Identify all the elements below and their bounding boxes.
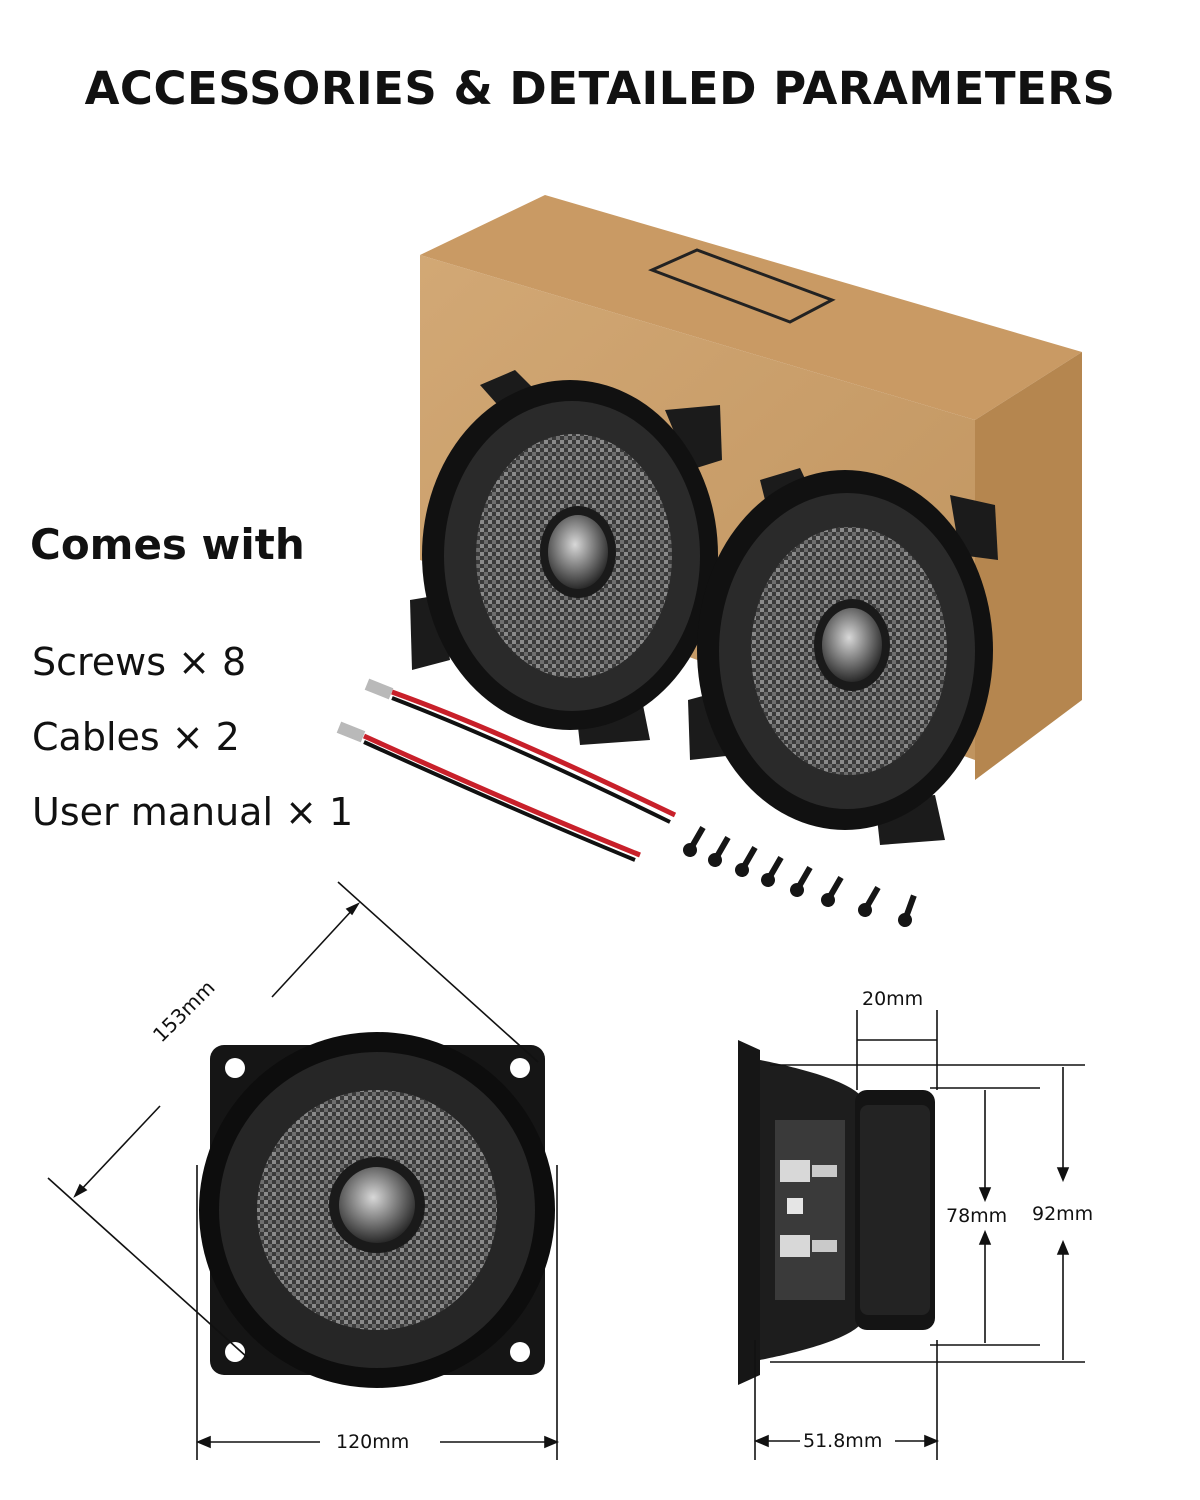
speaker-front-view-icon [199, 1032, 555, 1388]
accessory-item-manual: User manual × 1 [32, 790, 354, 834]
accessory-item-screws: Screws × 8 [32, 640, 247, 684]
dimension-total-depth-label: 51.8mm [803, 1430, 883, 1452]
dimension-top-depth-label: 20mm [862, 988, 924, 1010]
screws-icon [683, 825, 917, 927]
dimension-lines-side [753, 1010, 1085, 1460]
comes-with-heading: Comes with [30, 520, 305, 569]
dimension-width-label: 120mm [336, 1431, 410, 1453]
dimension-outer-height-label: 92mm [1032, 1203, 1094, 1225]
cables-icon [336, 678, 677, 862]
speaker-right-icon [688, 468, 998, 845]
dimension-inner-height-label: 78mm [946, 1205, 1008, 1227]
page-title: ACCESSORIES & DETAILED PARAMETERS [84, 62, 1116, 115]
speaker-left-icon [410, 370, 722, 745]
dimension-lines-front [47, 881, 560, 1460]
speaker-side-view-icon [738, 1040, 935, 1385]
accessory-item-cables: Cables × 2 [32, 715, 240, 759]
